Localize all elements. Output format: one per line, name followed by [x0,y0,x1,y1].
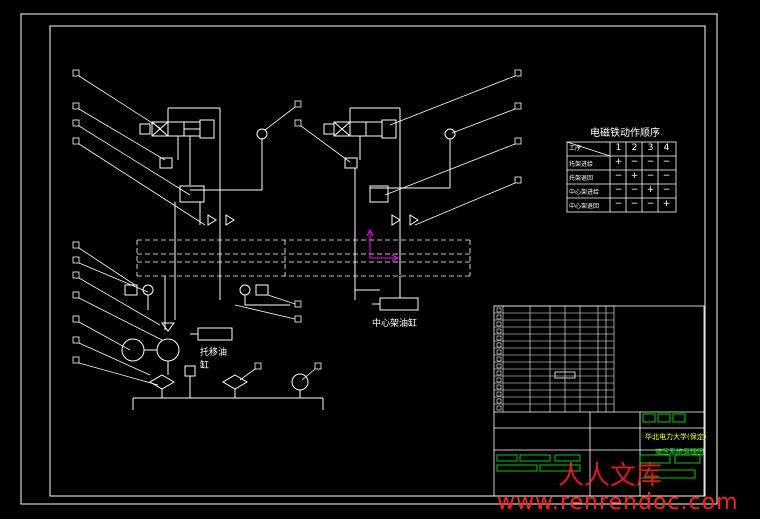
sequence-cell: + [646,185,655,195]
sequence-row-label: 中心架退回 [569,203,600,210]
oil-cylinder-left-label: 托移油 [200,348,228,358]
parts-row-marker [496,356,502,362]
title-block-green [496,371,701,479]
magenta-axis [366,228,400,262]
title-block-rows [494,305,615,412]
sequence-table-title: 电磁铁动作顺序 [590,128,660,139]
sequence-cell: + [662,199,671,209]
inner-frame [49,25,706,497]
sequence-table-grid [566,141,677,213]
sequence-cell: − [630,199,639,209]
drawing-title: 液压系统原理图 [655,448,704,456]
sequence-cell: − [662,185,671,195]
oil-cylinder-left-label-2: 缸 [200,361,210,371]
sequence-row-label: 中心架进给 [569,189,600,196]
parts-row-marker [496,342,502,348]
parts-row-marker [496,349,502,355]
right-valve [323,107,456,240]
bus-crossings [164,240,401,330]
sequence-cell: − [646,157,655,167]
callouts-top [234,69,522,381]
pump-station [121,284,324,410]
callouts-left [72,69,206,386]
left-valve [139,107,268,240]
sequence-cell: − [646,199,655,209]
school-line: 华北电力大学(保定) [645,433,707,441]
sequence-column-header: 4 [663,143,670,153]
watermark-url: www.renrendoc.com [497,490,739,515]
sequence-column-header: 3 [647,143,654,153]
sequence-table-corner: 工序 [569,145,582,152]
sequence-cell: − [630,185,639,195]
sequence-column-header: 1 [615,143,622,153]
parts-row-marker [496,321,502,327]
sequence-cell: − [662,171,671,181]
sequence-cell: − [614,185,623,195]
parts-row-marker [496,370,502,376]
parts-row-marker [496,391,502,397]
watermark-brand: 人人文库 [558,461,663,491]
sequence-cell: − [662,157,671,167]
outer-frame [20,13,718,505]
parts-row-marker [496,377,502,383]
parts-row-marker [496,328,502,334]
parts-row-marker [496,363,502,369]
parts-row-marker [496,314,502,320]
parts-row-marker [496,405,502,411]
center-cylinder-label: 中心架油缸 [372,319,418,329]
sequence-cell: + [630,171,639,181]
sequence-row-label: 托架进给 [569,161,594,168]
sequence-cell: − [614,171,623,181]
center-cylinder-symbol [355,276,419,311]
sequence-row-label: 托架退回 [569,175,594,182]
sequence-cell: − [646,171,655,181]
parts-row-marker [496,307,502,313]
sequence-cell: − [630,157,639,167]
dashed-bus [136,239,471,277]
parts-row-marker [496,335,502,341]
sequence-cell: + [614,157,623,167]
parts-row-marker [496,384,502,390]
sequence-cell: − [614,199,623,209]
parts-row-marker [496,398,502,404]
sequence-column-header: 2 [631,143,638,153]
